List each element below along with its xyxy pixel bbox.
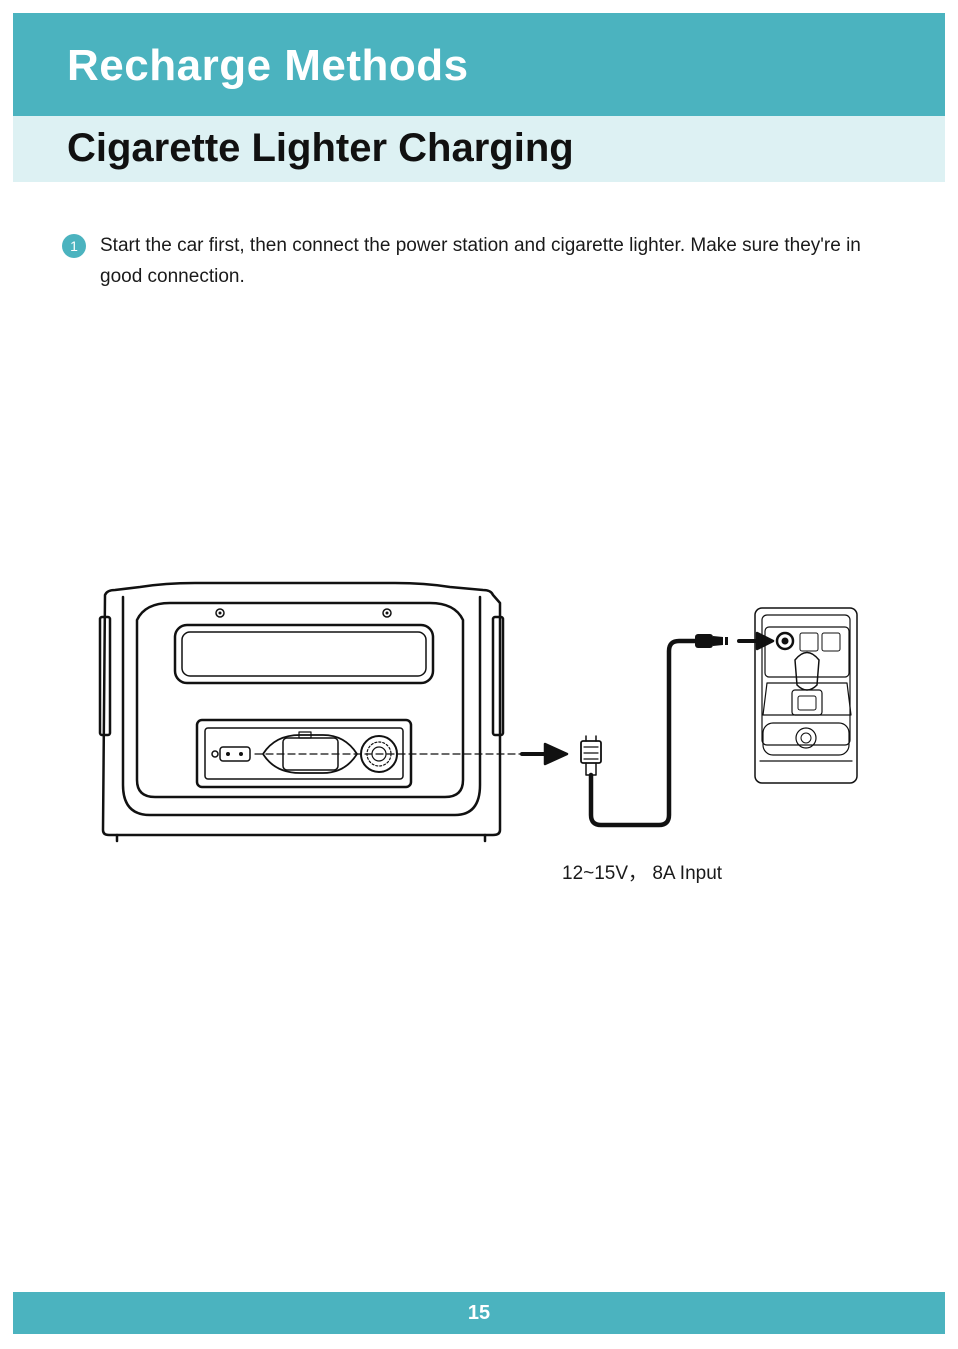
power-station-icon [100,583,503,841]
charging-diagram [95,575,865,850]
footer-bar: 15 [13,1292,945,1334]
page-number: 15 [13,1292,945,1334]
charging-cable-icon [581,634,728,825]
car-cigarette-lighter-icon [755,608,857,783]
input-spec-label: 12~15V， 8A Input [562,858,722,885]
arrow-right-icon [522,744,567,764]
page-title: Recharge Methods [67,41,469,91]
arrow-right-icon [739,633,773,649]
header-bar: Recharge Methods [13,13,945,116]
step-number-badge: 1 [62,234,86,258]
step-text: Start the car first, then connect the po… [100,230,890,292]
section-header-bar: Cigarette Lighter Charging [13,116,945,182]
section-title: Cigarette Lighter Charging [67,126,574,171]
